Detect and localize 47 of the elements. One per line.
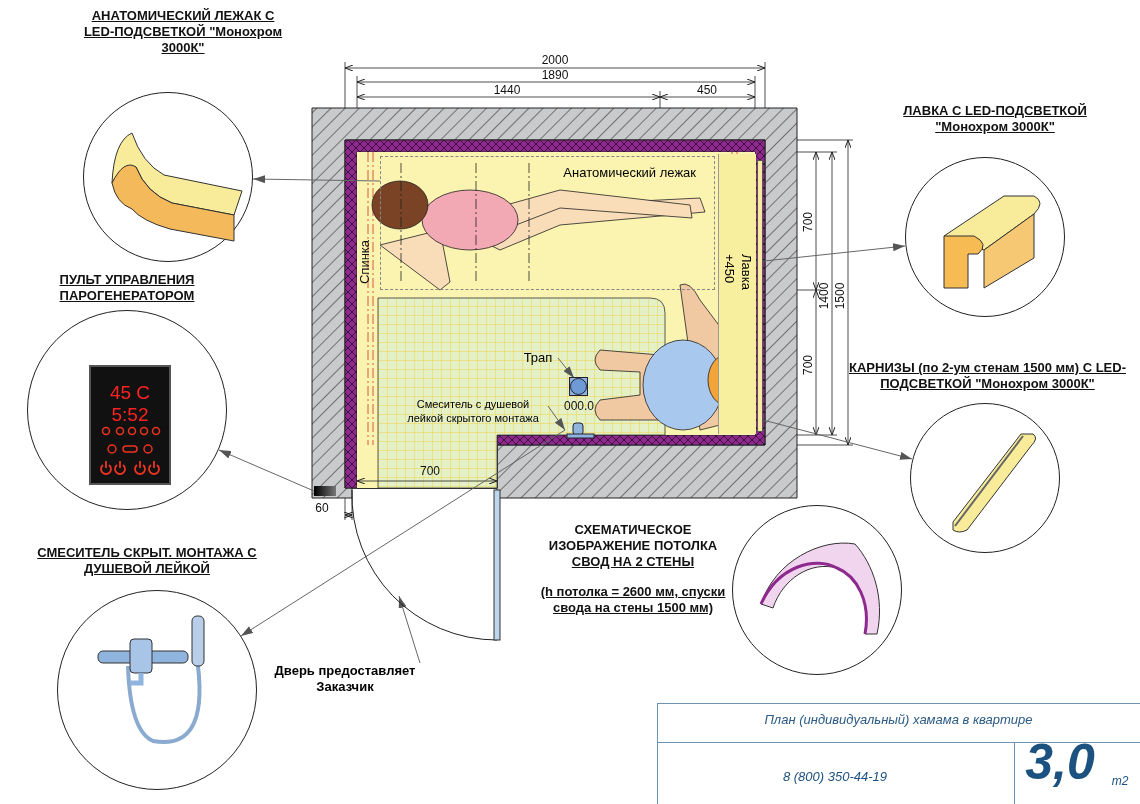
dimension-value: 1400 [817, 282, 831, 310]
leader-arrow [218, 449, 315, 492]
lounger-outline [380, 156, 715, 290]
dimension-value: 1890 [541, 68, 569, 82]
area-unit: m2 [1110, 775, 1130, 789]
callout-heading: СХЕМАТИЧЕСКОЕ ИЗОБРАЖЕНИЕ ПОТОЛКА [547, 522, 719, 554]
callout-text: Дверь предоставляет Заказчик [255, 663, 435, 696]
height-mark: +450 [722, 254, 737, 284]
display-reading: 5:52 [111, 404, 149, 425]
callout-heading: КАРНИЗЫ (по 2-ум стенам 1500 мм) С LED-ПОДСВЕТКОЙ "Монохром 3000К" [848, 360, 1127, 392]
dimension-value: 700 [801, 355, 815, 375]
leader-arrow [762, 419, 913, 460]
callout-heading: ЛАВКА С LED-ПОДСВЕТКОЙ "Монохром 3000К" [902, 103, 1088, 135]
callout-text: Трап [518, 350, 558, 367]
control-panel-mount [314, 486, 336, 496]
callout-heading: СВОД НА 2 СТЕНЫ [570, 554, 696, 570]
callout-heading: АНАТОМИЧЕСКИЙ ЛЕЖАК С LED-ПОДСВЕТКОЙ "Монохром 3000К" [83, 8, 283, 56]
dimension-value: 700 [801, 212, 815, 232]
callout-heading: ПУЛЬТ УПРАВЛЕНИЯ ПАРОГЕНЕРАТОРОМ [58, 272, 196, 304]
dimension-value: 60 [315, 501, 329, 515]
leader-arrow [398, 595, 421, 664]
cornice-strip [757, 160, 763, 432]
floor-level-mark: 000.0 [564, 399, 594, 413]
leader-arrow [240, 429, 566, 637]
callout-heading: (h потолка = 2600 мм, спуски свода на стены 1500 мм) [539, 584, 727, 616]
dimension-value: 2000 [541, 53, 569, 67]
plan-title: План (индивидуальный) хамама в квартире [763, 712, 1034, 727]
leader-arrow [557, 357, 575, 379]
door-swing-drawing [350, 486, 502, 644]
callout-heading: СМЕСИТЕЛЬ СКРЫТ. МОНТАЖА С ДУШЕВОЙ ЛЕЙКОЙ [36, 545, 258, 577]
area-value: 3,0 [1024, 735, 1096, 790]
display-reading: 45 C [109, 382, 151, 403]
dimension-value: 700 [420, 464, 440, 478]
bench-label: Лавка [739, 254, 754, 290]
bench-strip [718, 154, 756, 434]
bench-label: Спинка [357, 239, 371, 285]
lounger-label: Анатомический лежак [563, 165, 696, 180]
leader-arrow [252, 175, 381, 184]
mixer-icon [565, 421, 595, 439]
floor-drain-icon [569, 377, 588, 396]
phone-number: 8 (800) 350-44-19 [781, 770, 889, 785]
dimension-value: 1440 [493, 83, 521, 97]
dimension-value: 450 [697, 83, 717, 97]
leader-arrow [754, 243, 906, 263]
callout-text: Смеситель с душевой лейкой скрытого монтажа [398, 398, 548, 426]
dimension-value: 1500 [833, 282, 847, 310]
leader-arrow [547, 405, 566, 431]
